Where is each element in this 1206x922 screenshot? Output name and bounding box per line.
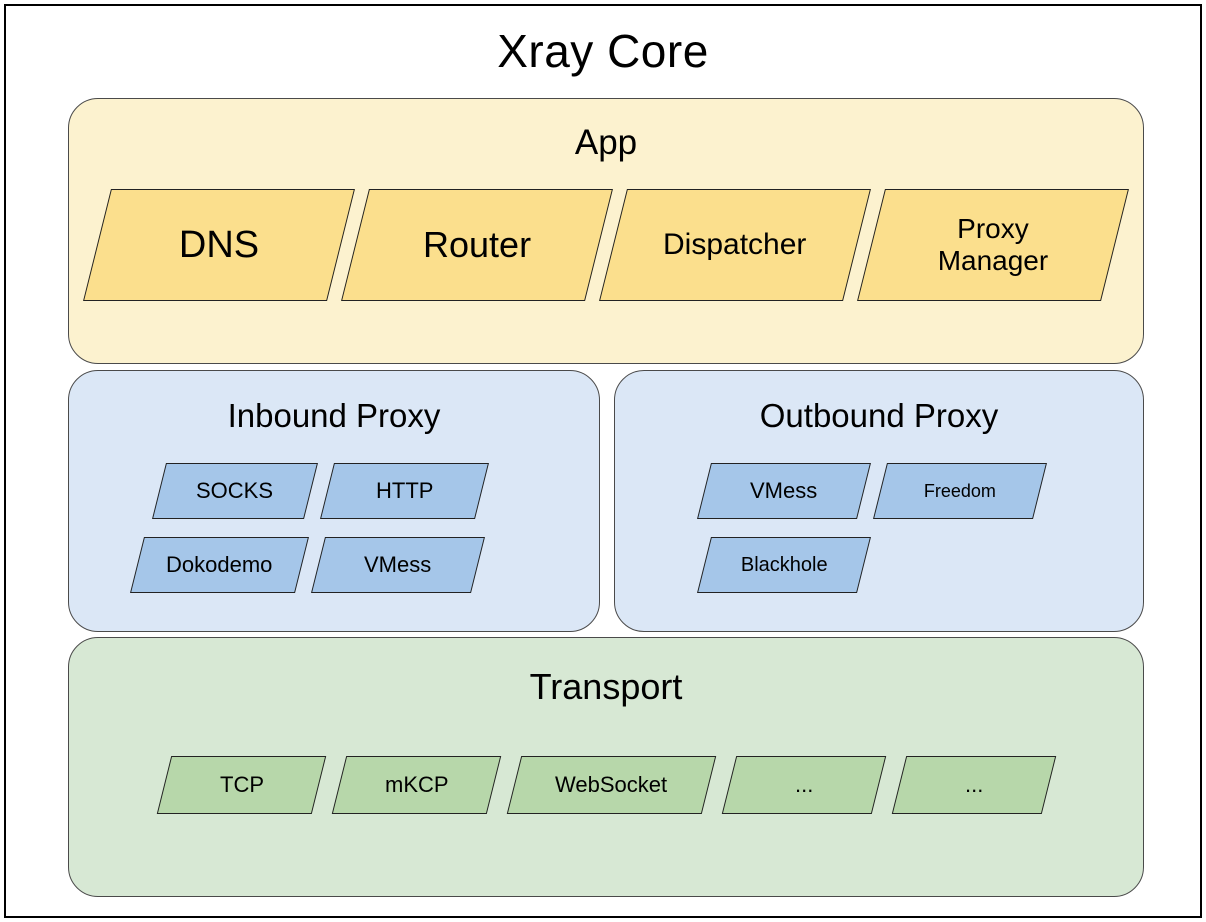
node-ellipsis-2: ... (891, 756, 1056, 814)
outbound-node-row-1: VMess Freedom (697, 463, 1054, 519)
diagram-title: Xray Core (497, 25, 709, 77)
node-proxy-manager-label: Proxy Manager (937, 212, 1049, 276)
node-router-label: Router (422, 224, 532, 265)
layer-inbound-proxy: Inbound Proxy SOCKS HTTP Dokodemo VMess (68, 370, 600, 632)
layer-inbound-proxy-label: Inbound Proxy (227, 397, 441, 434)
diagram-frame: Xray Core App DNS Router Dispatcher Prox… (4, 4, 1202, 918)
app-node-row: DNS Router Dispatcher Proxy Manager (69, 189, 1143, 301)
node-freedom-label: Freedom (923, 480, 997, 501)
node-proxy-manager: Proxy Manager (857, 189, 1129, 301)
layer-transport-label: Transport (529, 666, 683, 707)
node-socks: SOCKS (152, 463, 318, 519)
node-vmess-outbound-label: VMess (750, 478, 818, 503)
node-vmess-inbound: VMess (311, 537, 485, 593)
layer-app: App DNS Router Dispatcher Proxy Manager (68, 98, 1144, 364)
node-tcp-label: TCP (219, 772, 263, 797)
node-mkcp-label: mKCP (384, 772, 448, 797)
node-freedom: Freedom (873, 463, 1047, 519)
layer-outbound-proxy-label: Outbound Proxy (759, 397, 999, 434)
node-dokodemo: Dokodemo (130, 537, 309, 593)
inbound-node-grid: SOCKS HTTP Dokodemo VMess (130, 463, 509, 593)
node-ellipsis-1-label: ... (794, 772, 813, 797)
node-http-label: HTTP (375, 478, 434, 503)
node-dns: DNS (83, 189, 355, 301)
node-dokodemo-label: Dokodemo (166, 552, 273, 577)
node-blackhole: Blackhole (697, 537, 871, 593)
node-ellipsis-2-label: ... (964, 772, 983, 797)
node-websocket: WebSocket (506, 756, 716, 814)
outbound-node-row-2: Blackhole (697, 537, 1054, 593)
node-vmess-outbound: VMess (697, 463, 871, 519)
layer-transport: Transport TCP mKCP WebSocket ... ... (68, 637, 1144, 897)
node-dispatcher: Dispatcher (599, 189, 871, 301)
inbound-node-row-2: Dokodemo VMess (130, 537, 487, 593)
node-dispatcher-label: Dispatcher (663, 228, 807, 261)
node-socks-label: SOCKS (196, 478, 274, 503)
transport-node-row: TCP mKCP WebSocket ... ... (69, 756, 1143, 814)
node-blackhole-label: Blackhole (740, 553, 828, 576)
layer-outbound-proxy: Outbound Proxy VMess Freedom Blackhole (614, 370, 1144, 632)
outbound-node-grid: VMess Freedom Blackhole (697, 463, 1054, 593)
layer-app-label: App (574, 123, 638, 162)
node-vmess-inbound-label: VMess (364, 552, 432, 577)
node-tcp: TCP (156, 756, 326, 814)
node-router: Router (341, 189, 613, 301)
node-dns-label: DNS (178, 223, 260, 266)
inbound-node-row-1: SOCKS HTTP (152, 463, 509, 519)
node-ellipsis-1: ... (721, 756, 886, 814)
node-http: HTTP (320, 463, 489, 519)
node-websocket-label: WebSocket (554, 772, 668, 797)
node-mkcp: mKCP (331, 756, 501, 814)
